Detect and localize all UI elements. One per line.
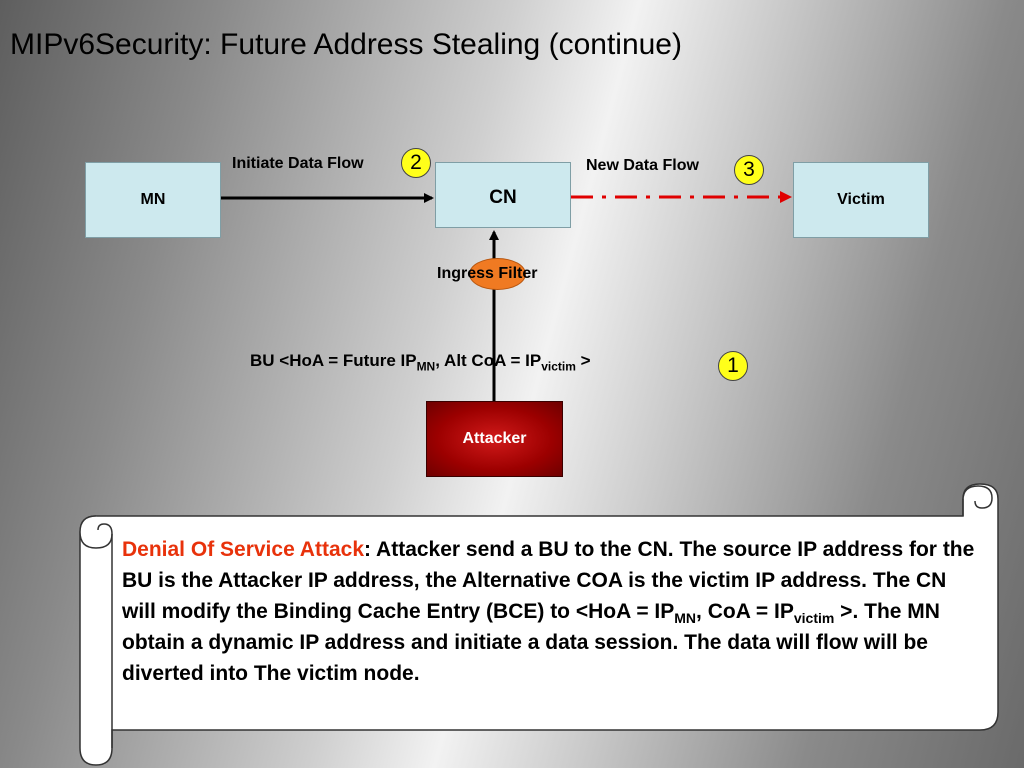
bu-middle: , Alt CoA = IP <box>435 351 542 370</box>
cn-node: CN <box>435 162 571 228</box>
step-2-badge: 2 <box>401 148 431 178</box>
step-3-badge: 3 <box>734 155 764 185</box>
description-sub-mn: MN <box>674 610 697 627</box>
attacker-node: Attacker <box>426 401 563 477</box>
new-flow-label: New Data Flow <box>586 157 699 174</box>
binding-update-message: BU <HoA = Future IPMN, Alt CoA = IPvicti… <box>250 351 591 373</box>
description-part2: , CoA = IP <box>696 600 794 623</box>
bu-sub-victim: victim <box>541 359 576 374</box>
description-part1: : Attacker send a BU to the CN. The sour… <box>122 538 975 623</box>
bu-sub-mn: MN <box>416 359 436 374</box>
ingress-filter-label: Ingress Filter <box>437 265 538 282</box>
ingress-filter-node <box>469 258 526 290</box>
scroll-curl-top <box>962 485 993 509</box>
description-part3: >. The MN obtain a dynamic IP address an… <box>122 600 940 685</box>
mn-node: MN <box>85 162 221 238</box>
step-1-badge: 1 <box>718 351 748 381</box>
description-sub-victim: victim <box>793 610 835 627</box>
slide-title: MIPv6Security: Future Address Stealing (… <box>10 28 682 61</box>
bu-prefix: BU <HoA = Future IP <box>250 351 417 370</box>
scroll-curl-left <box>79 515 113 549</box>
scroll-body <box>79 483 999 766</box>
bu-suffix: > <box>575 351 591 370</box>
dos-attack-heading: Denial Of Service Attack <box>122 538 364 561</box>
attack-description: Denial Of Service Attack: Attacker send … <box>122 534 982 689</box>
initiate-flow-label: Initiate Data Flow <box>232 155 364 172</box>
victim-node: Victim <box>793 162 929 238</box>
